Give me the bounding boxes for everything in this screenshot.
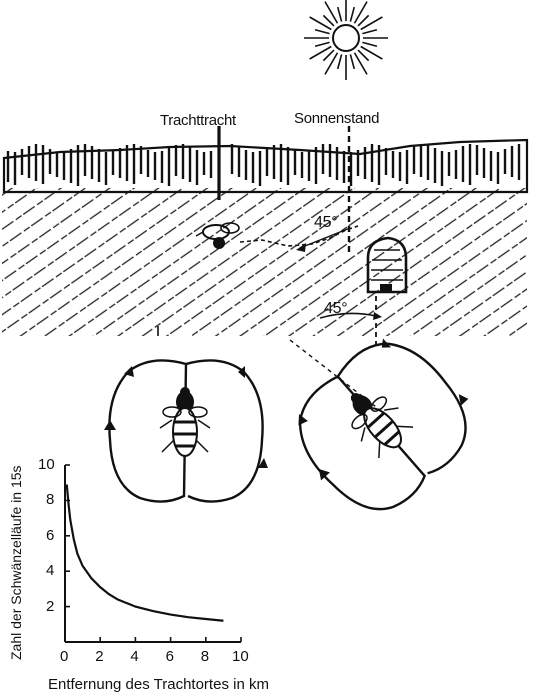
x-tick-label: 4 — [130, 648, 138, 665]
meadow-ground — [2, 188, 527, 336]
sun-ray — [358, 50, 369, 61]
x-tick-label: 10 — [232, 648, 249, 665]
angle-label-bottom: 45° — [324, 300, 347, 318]
waggle-dance-angled — [274, 319, 490, 534]
y-tick-label: 6 — [46, 527, 54, 544]
x-axis-label: Entfernung des Trachtortes in km — [48, 676, 269, 693]
waggle-run-chart — [65, 465, 241, 642]
sun-ray — [325, 2, 338, 24]
waggle-dance-vertical — [104, 360, 268, 501]
y-axis-label: Zahl der Schwänzelläufe in 15s — [8, 465, 24, 660]
sun-ray — [325, 53, 338, 75]
sun-position-label: Sonnenstand — [294, 110, 379, 127]
sun-ray — [355, 2, 368, 24]
sun-ray — [323, 15, 334, 26]
sun-ray — [361, 47, 383, 60]
sun-ray — [362, 30, 376, 34]
x-tick-label: 0 — [60, 648, 68, 665]
sun-ray — [315, 42, 329, 46]
data-series-line — [67, 484, 224, 620]
tree-line — [4, 140, 527, 192]
sun-ray — [315, 30, 329, 34]
sun-ray — [361, 17, 383, 30]
sun-ray — [358, 15, 369, 26]
x-tick-label: 2 — [95, 648, 103, 665]
food-source-label: Trachttracht — [160, 112, 236, 129]
sun-ray — [350, 7, 354, 21]
sun-ray — [323, 50, 334, 61]
sun-ray — [355, 53, 368, 75]
sun-ray — [310, 17, 332, 30]
angle-label-top: 45° — [314, 214, 337, 232]
dancing-bee-angled-icon — [334, 378, 417, 463]
sun-ray — [310, 47, 332, 60]
y-tick-label: 2 — [46, 598, 54, 615]
y-tick-label: 10 — [38, 456, 55, 473]
sun-ray — [362, 42, 376, 46]
y-tick-label: 8 — [46, 491, 54, 508]
dancing-bee-icon — [160, 387, 210, 456]
sun-ray — [338, 54, 342, 68]
sun-icon — [304, 0, 388, 80]
y-tick-label: 4 — [46, 562, 54, 579]
sun-ray — [338, 7, 342, 21]
sun-ray — [350, 54, 354, 68]
x-tick-label: 8 — [201, 648, 209, 665]
x-tick-label: 6 — [166, 648, 174, 665]
